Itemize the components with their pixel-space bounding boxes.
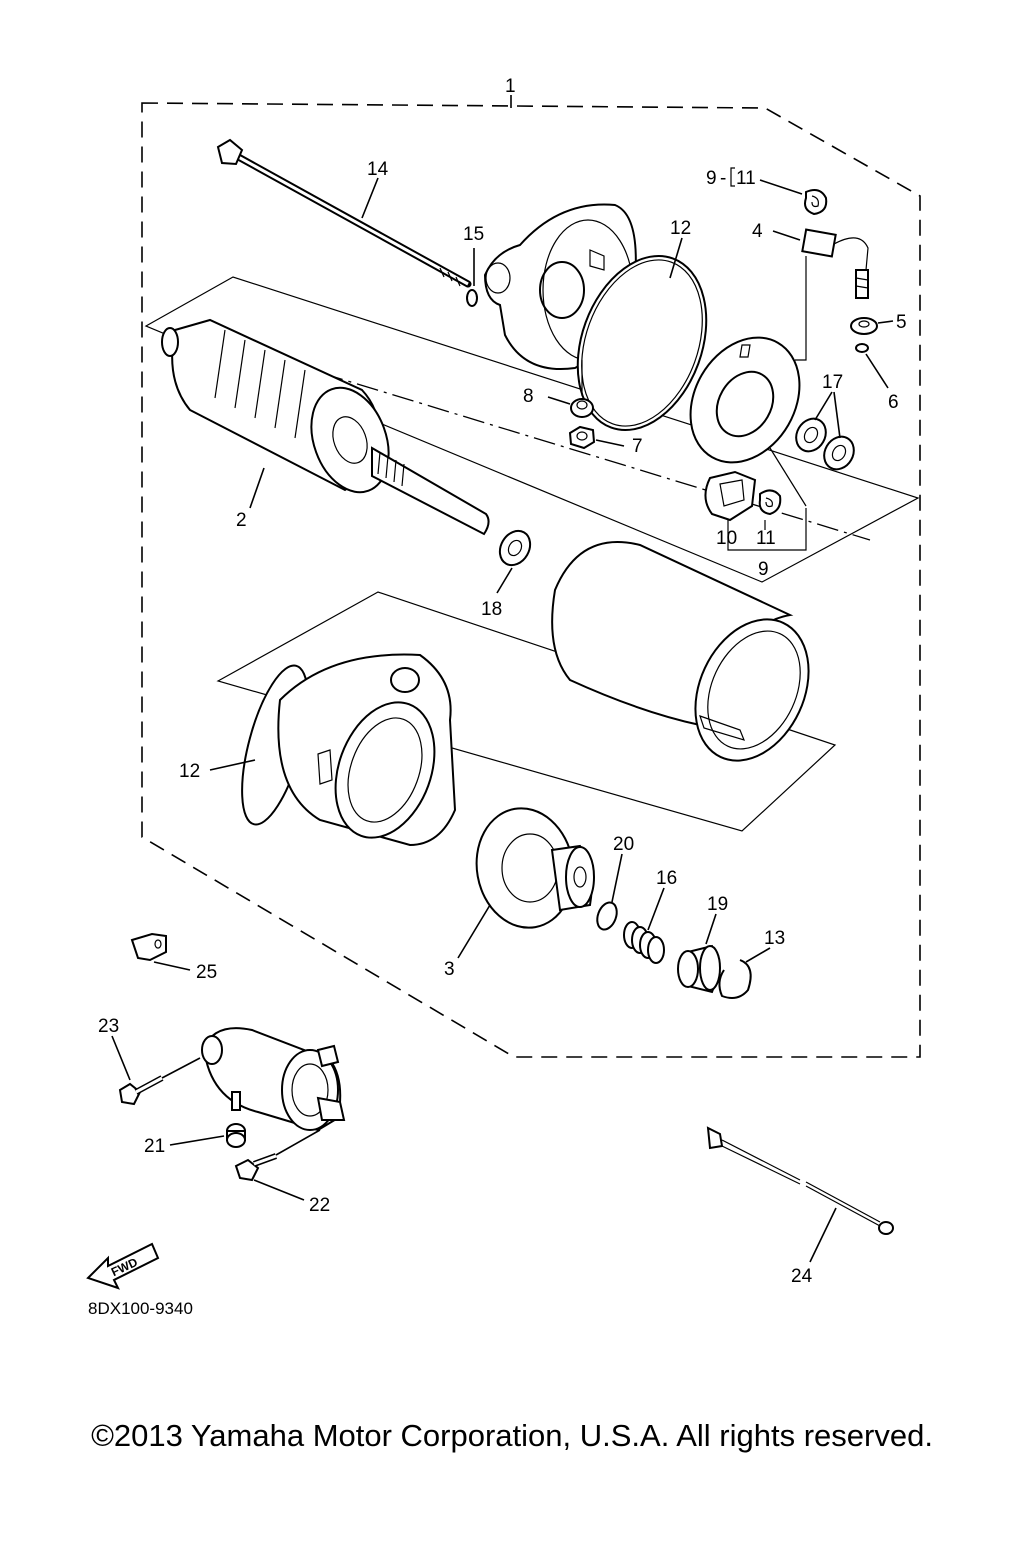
o-ring-large-upper (576, 254, 708, 432)
bracket-9 (727, 508, 807, 551)
callout-7: 7 (632, 436, 643, 457)
leader-6 (865, 353, 889, 389)
front-housing (277, 653, 457, 847)
callout-1: 1 (505, 76, 516, 97)
callout-9-bottom: 9 (758, 559, 769, 580)
spring-16 (623, 921, 665, 964)
callout-11-bottom: 11 (756, 528, 776, 549)
upper-group-plane (144, 276, 920, 583)
leader-12a (669, 237, 683, 279)
washer-18 (498, 529, 532, 567)
clip-13 (718, 959, 752, 999)
washer-17a (795, 417, 827, 453)
leader-11a (759, 179, 803, 195)
leader-5 (877, 320, 894, 324)
callout-19: 19 (707, 894, 728, 915)
leader-19 (705, 913, 717, 945)
callout-3: 3 (444, 959, 455, 980)
leader-13 (745, 947, 771, 963)
leader-4 (772, 230, 801, 241)
bracket-25 (130, 932, 167, 962)
yoke (551, 541, 810, 762)
leader-2 (249, 467, 265, 509)
callout-15: 15 (463, 224, 484, 245)
leader-25 (153, 961, 191, 971)
callout-25: 25 (196, 962, 217, 983)
callout-13: 13 (764, 928, 785, 949)
brush-lead-4 (801, 228, 869, 299)
callout-17: 17 (822, 372, 843, 393)
lead-wire-24 (706, 1126, 894, 1235)
callout-24: 24 (791, 1266, 813, 1287)
brush-plate (689, 336, 801, 464)
leader-17b (833, 391, 841, 439)
callout-4: 4 (752, 221, 763, 242)
leader-23b (161, 1057, 201, 1079)
collar-19 (677, 944, 721, 994)
brush-spring-11 (758, 489, 782, 516)
callout-16: 16 (656, 868, 677, 889)
callout-2: 2 (236, 510, 247, 531)
leader-21 (169, 1135, 225, 1146)
grommet-5 (850, 317, 878, 335)
callout-9-top: 9 (706, 168, 717, 189)
fwd-arrow-icon: FWD (86, 1242, 160, 1290)
diagram-code: 8DX100-9340 (88, 1299, 193, 1318)
leader-12b (209, 759, 256, 771)
starter-motor-assembly (201, 1027, 346, 1132)
o-ring-6 (855, 343, 869, 353)
lower-group-plane (216, 591, 837, 832)
callout-9-dash: - (720, 168, 726, 189)
leader-8 (547, 396, 571, 405)
callout-12-top: 12 (670, 218, 691, 239)
nut-7 (568, 425, 596, 450)
bolt-23 (118, 1075, 164, 1106)
callout-20: 20 (613, 834, 634, 855)
callout-12-bottom: 12 (179, 761, 200, 782)
leader-23 (111, 1035, 131, 1081)
callout-23: 23 (98, 1016, 119, 1037)
callout-11-top: 11 (736, 168, 756, 189)
leader-22b (275, 1129, 321, 1156)
leader-20 (611, 853, 623, 903)
callout-10: 10 (716, 528, 737, 549)
leader-16 (647, 887, 665, 931)
callout-9-bracket (730, 167, 735, 187)
callout-22: 22 (309, 1195, 330, 1216)
callout-14: 14 (367, 159, 389, 180)
leader-14 (361, 177, 379, 219)
assembly-outline (141, 102, 921, 1058)
callout-8: 8 (523, 386, 534, 407)
washer-8 (570, 398, 594, 418)
ring-20 (596, 901, 618, 931)
callout-18: 18 (481, 599, 502, 620)
callout-6: 6 (888, 392, 899, 413)
leader-7 (595, 439, 625, 447)
brush-10 (704, 470, 757, 522)
armature (161, 318, 490, 536)
bracket-4 (795, 256, 807, 361)
leader-17a (814, 391, 833, 421)
brush-spring-top (804, 189, 828, 216)
bolt-22 (234, 1153, 278, 1182)
nut-21 (226, 1123, 246, 1148)
leader-22 (253, 1179, 305, 1201)
washer-17b (823, 435, 855, 471)
leader-18 (496, 567, 513, 594)
copyright-notice: ©2013 Yamaha Motor Corporation, U.S.A. A… (91, 1418, 933, 1453)
leader-24 (809, 1207, 837, 1263)
o-ring-small (466, 289, 478, 307)
through-bolt (216, 138, 472, 288)
callout-21: 21 (144, 1136, 165, 1157)
pinion-clutch (475, 807, 595, 929)
leader-3 (457, 904, 491, 959)
callout-5: 5 (896, 312, 907, 333)
